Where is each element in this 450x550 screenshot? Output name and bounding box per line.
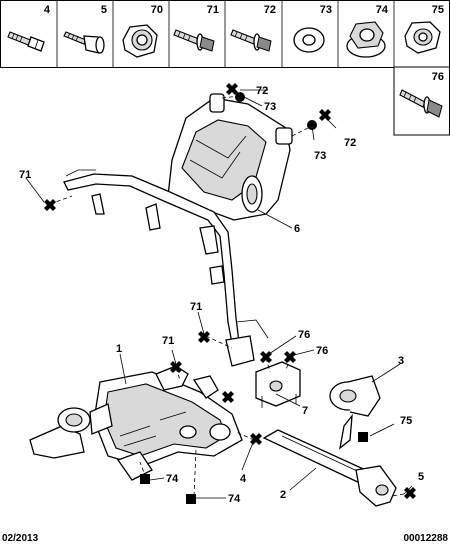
nut-marker xyxy=(358,432,368,442)
nut-marker xyxy=(140,474,150,484)
flange-bolt-icon[interactable] xyxy=(230,29,272,52)
callout-73: 73 xyxy=(314,150,326,162)
nut-marker xyxy=(186,494,196,504)
footer-date: 02/2013 xyxy=(2,533,39,544)
mounting-plate xyxy=(255,361,301,408)
bolt-marker xyxy=(226,83,238,95)
callout-labels: 72 73 73 72 71 6 71 76 76 71 1 3 7 75 4 … xyxy=(19,85,424,505)
part-ref-72: 72 xyxy=(264,4,276,16)
fastener-markers xyxy=(44,83,416,504)
flange-bolt-icon[interactable] xyxy=(173,29,215,52)
washer-icon[interactable] xyxy=(293,27,325,53)
callout-5: 5 xyxy=(418,471,424,483)
screw-icon[interactable] xyxy=(399,89,443,118)
wedge-cover xyxy=(339,413,353,450)
screw-marker xyxy=(260,351,272,363)
footer-code: 00012288 xyxy=(404,533,449,544)
part-ref-71: 71 xyxy=(207,4,219,16)
callout-7: 7 xyxy=(302,405,308,417)
callout-72: 72 xyxy=(344,137,356,149)
cross-beam xyxy=(63,169,269,367)
callout-71: 71 xyxy=(190,301,202,313)
part-ref-4: 4 xyxy=(44,4,51,16)
stud-marker xyxy=(404,487,416,499)
callout-76: 76 xyxy=(298,329,310,341)
flange-nut-icon[interactable] xyxy=(346,21,386,58)
bolt-icon[interactable] xyxy=(7,31,45,52)
callout-4: 4 xyxy=(240,473,247,485)
bolt-marker xyxy=(170,361,182,373)
boot-seal xyxy=(329,375,381,417)
bolt-marker xyxy=(250,433,262,445)
pedal-bracket xyxy=(167,93,293,221)
callout-74: 74 xyxy=(228,493,241,505)
callout-72: 72 xyxy=(256,85,268,97)
part-ref-73: 73 xyxy=(320,4,332,16)
callout-76: 76 xyxy=(316,345,328,357)
part-ref-75: 75 xyxy=(432,4,444,16)
washer-marker xyxy=(307,120,317,130)
bolt-marker xyxy=(198,331,210,343)
callout-1: 1 xyxy=(116,343,122,355)
bolt-marker xyxy=(44,199,56,211)
callout-73: 73 xyxy=(264,101,276,113)
part-ref-74: 74 xyxy=(376,4,389,16)
steering-column xyxy=(29,365,243,481)
callout-71: 71 xyxy=(19,169,31,181)
intermediate-shaft xyxy=(262,429,397,507)
hex-nut-icon[interactable] xyxy=(404,21,441,54)
bolt-marker xyxy=(319,109,331,121)
washer-marker xyxy=(235,92,245,102)
callout-6: 6 xyxy=(294,223,300,235)
screw-marker xyxy=(284,351,296,363)
callout-2: 2 xyxy=(280,489,286,501)
part-ref-5: 5 xyxy=(101,4,107,16)
stud-bolt-icon[interactable] xyxy=(63,31,105,54)
part-ref-76: 76 xyxy=(432,71,444,83)
part-ref-70: 70 xyxy=(151,4,163,16)
bolt-marker xyxy=(222,391,234,403)
cap-nut-icon[interactable] xyxy=(122,24,158,58)
parts-table: 4 5 70 71 72 73 74 75 76 xyxy=(0,0,450,136)
callout-74: 74 xyxy=(166,473,179,485)
callout-71: 71 xyxy=(162,335,174,347)
callout-75: 75 xyxy=(400,415,412,427)
callout-3: 3 xyxy=(398,355,404,367)
